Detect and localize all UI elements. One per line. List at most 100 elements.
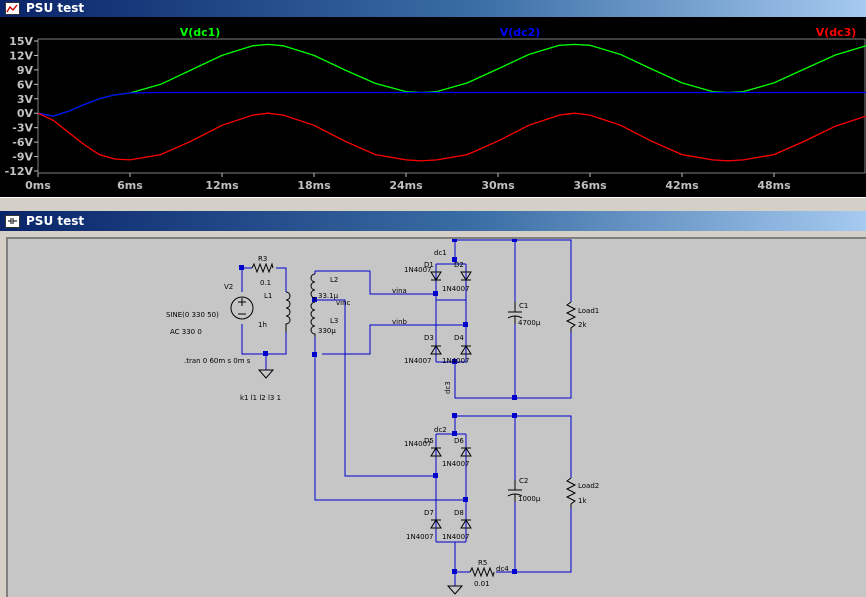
label-r3-value: 0.1 [260,279,271,287]
y-tick-label: -6V [12,136,33,149]
label-r3: R3 [258,255,267,263]
x-tick-label: 12ms [205,179,239,192]
series-line-V(dc1)[interactable] [37,43,866,117]
x-tick-label: 6ms [117,179,143,192]
y-tick-label: 3V [17,93,34,106]
label-d1: D1 [424,261,434,269]
voltage-source-v2[interactable] [230,296,254,320]
plot-window-titlebar[interactable]: PSU test [0,0,866,17]
label-c1: C1 [519,302,528,310]
label-l1: L1 [264,292,272,300]
legend-entry-V(dc1)[interactable]: V(dc1) [180,26,221,39]
schematic-drawing[interactable]: V2 SINE(0 330 50) AC 330 0 1h R3 0.1 L1 … [8,239,866,597]
y-tick-label: 6V [17,78,34,91]
resistor-r5[interactable] [469,566,495,578]
plot-window-title: PSU test [26,1,85,15]
junction-dots [239,239,517,574]
x-tick-label: 0ms [25,179,51,192]
x-tick-label: 30ms [481,179,515,192]
label-d2-model: 1N4007 [442,285,470,293]
label-d7-model: 1N4007 [406,533,434,541]
capacitor-c1[interactable] [507,302,523,324]
x-tick-label: 48ms [757,179,791,192]
label-v2-ac: AC 330 0 [170,328,202,336]
label-dc4: dc4 [496,565,509,573]
label-d8-model: 1N4007 [442,533,470,541]
label-l3-value: 330µ [318,327,336,335]
series-line-V(dc3)[interactable] [37,112,866,162]
label-c2-value: 1000µ [518,495,541,503]
legend-entry-V(dc3)[interactable]: V(dc3) [816,26,857,39]
label-v2: V2 [224,283,233,291]
label-dc2: dc2 [434,426,447,434]
inductor-l1[interactable] [285,291,291,332]
capacitor-c2[interactable] [507,480,523,502]
diode-d6[interactable] [460,447,472,457]
label-d7: D7 [424,509,434,517]
wires[interactable] [241,239,572,586]
inductor-l3[interactable] [310,301,316,337]
series-line-V(dc2)[interactable] [37,91,866,117]
label-load1-value: 2k [578,321,587,329]
label-d8: D8 [454,509,464,517]
label-d5: D5 [424,437,434,445]
label-d4: D4 [454,334,464,342]
diode-d4[interactable] [460,345,472,355]
schematic-window-titlebar[interactable]: PSU test [0,211,866,231]
label-d4-model: 1N4007 [442,357,470,365]
y-tick-label: -9V [12,151,33,164]
schematic-icon [5,215,20,228]
y-tick-label: 12V [9,49,33,62]
label-vinb: vinb [392,318,408,326]
label-load1: Load1 [578,307,599,315]
label-d3: D3 [424,334,434,342]
inductor-l2[interactable] [310,273,316,300]
ground-symbol-2 [446,585,464,595]
diode-d3[interactable] [430,345,442,355]
diode-d1[interactable] [430,271,442,281]
y-tick-label: -3V [12,122,33,135]
label-d6-model: 1N4007 [442,460,470,468]
label-l2-value: 33.1µ [318,292,339,300]
diode-d5[interactable] [430,447,442,457]
label-tran-directive: .tran 0 60m s 0m s [184,357,251,365]
load-resistor-load1[interactable] [565,301,577,332]
label-coupling-directive: k1 l1 l2 l3 1 [240,394,281,402]
label-vina: vina [392,287,407,295]
label-r5-value: 0.01 [474,580,490,588]
diode-d8[interactable] [460,519,472,529]
schematic-canvas[interactable]: V2 SINE(0 330 50) AC 330 0 1h R3 0.1 L1 … [6,237,866,597]
schematic-window-title: PSU test [26,214,85,228]
diode-d7[interactable] [430,519,442,529]
label-d6: D6 [454,437,464,445]
label-dc1: dc1 [434,249,447,257]
x-tick-label: 24ms [389,179,423,192]
y-tick-label: 15V [9,35,33,48]
label-vinc: vinc [336,299,351,307]
load-resistor-load2[interactable] [565,477,577,508]
label-load2: Load2 [578,482,599,490]
x-tick-label: 36ms [573,179,607,192]
label-r5: R5 [478,559,487,567]
waveform-plot-icon [5,2,20,15]
label-d3-model: 1N4007 [404,357,432,365]
resistor-r3[interactable] [251,262,274,274]
label-l3: L3 [330,317,338,325]
label-d2: D2 [454,261,464,269]
label-c2: C2 [519,477,528,485]
label-c1-value: 4700µ [518,319,541,327]
plot-frame [37,38,866,174]
diode-d2[interactable] [460,271,472,281]
y-tick-label: 9V [17,64,34,77]
y-tick-label: 0V [17,107,34,120]
legend-entry-V(dc2)[interactable]: V(dc2) [500,26,541,39]
label-dc3: dc3 [444,381,452,394]
label-l2: L2 [330,276,338,284]
ground-symbol-1 [257,369,275,379]
x-tick-label: 18ms [297,179,331,192]
label-d1-model: 1N4007 [404,266,432,274]
label-load2-value: 1k [578,497,587,505]
label-v2-param: 1h [258,321,267,329]
